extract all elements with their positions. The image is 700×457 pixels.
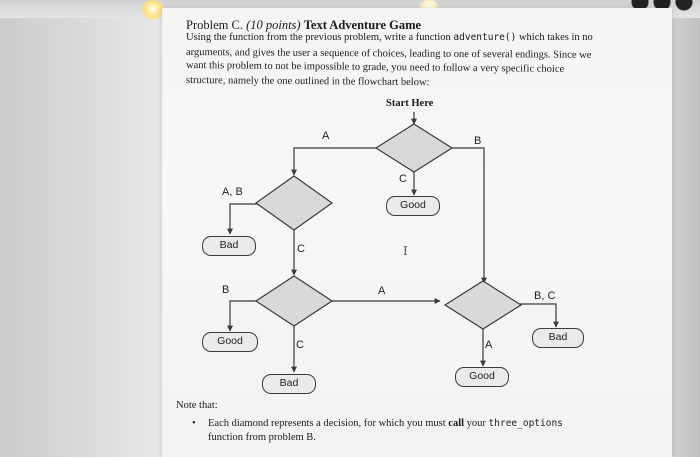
label-left-c: C [297,243,305,255]
note-bullet-line-2: function from problem B. [208,432,316,443]
label-top-b: B [474,135,482,147]
ending-bad-left: Bad [202,236,256,256]
label-top-c: C [399,173,407,185]
bullet-text-b: your [466,418,486,429]
edge-mid-b [227,300,256,332]
label-right-a: A [485,339,493,351]
problem-title: Problem C. (10 points) Text Adventure Ga… [186,19,421,32]
problem-heading: Problem C. [186,18,243,32]
edge-left-ab [227,203,264,235]
label-right-bc: B, C [534,290,556,302]
bullet-dot-icon: • [192,418,196,429]
decision-diamond-right [443,280,523,330]
label-mid-c: C [296,339,304,351]
line-1-tail: which takes in no [518,32,593,43]
note-bullet-line-1: Each diamond represents a decision, for … [208,418,563,430]
edge-top-b [440,147,487,284]
edge-right-bc [520,303,559,328]
label-top-a: A [322,130,330,142]
bullet-text-a: Each diamond represents a decision, for … [208,418,446,429]
edge-top-a [291,147,388,176]
bullet-text-bold: call [448,418,465,429]
decision-diamond-top [374,123,454,173]
ending-bad-right: Bad [532,328,584,348]
start-label: Start Here [386,98,434,109]
decision-diamond-left [254,175,334,231]
problem-line-1: Using the function from the previous pro… [186,32,593,44]
paper-page [162,8,672,457]
ending-good-left: Good [202,332,258,352]
line-1-text: Using the function from the previous pro… [186,32,451,43]
bullet-code: three_options [488,418,563,429]
function-name: adventure() [453,32,517,43]
background-left [0,0,165,457]
label-mid-b: B [222,284,230,296]
problem-points: (10 points) [246,18,301,32]
label-mid-a: A [378,285,386,297]
note-heading: Note that: [176,400,218,411]
label-left-ab: A, B [222,186,243,198]
light-glare [140,0,166,20]
problem-name: Text Adventure Game [303,18,422,32]
ending-good-right: Good [455,367,509,387]
ending-bad-bottom: Bad [262,374,316,394]
decision-diamond-middle [254,275,334,327]
text-cursor-icon: I [403,244,408,258]
ending-good-top: Good [386,196,440,216]
